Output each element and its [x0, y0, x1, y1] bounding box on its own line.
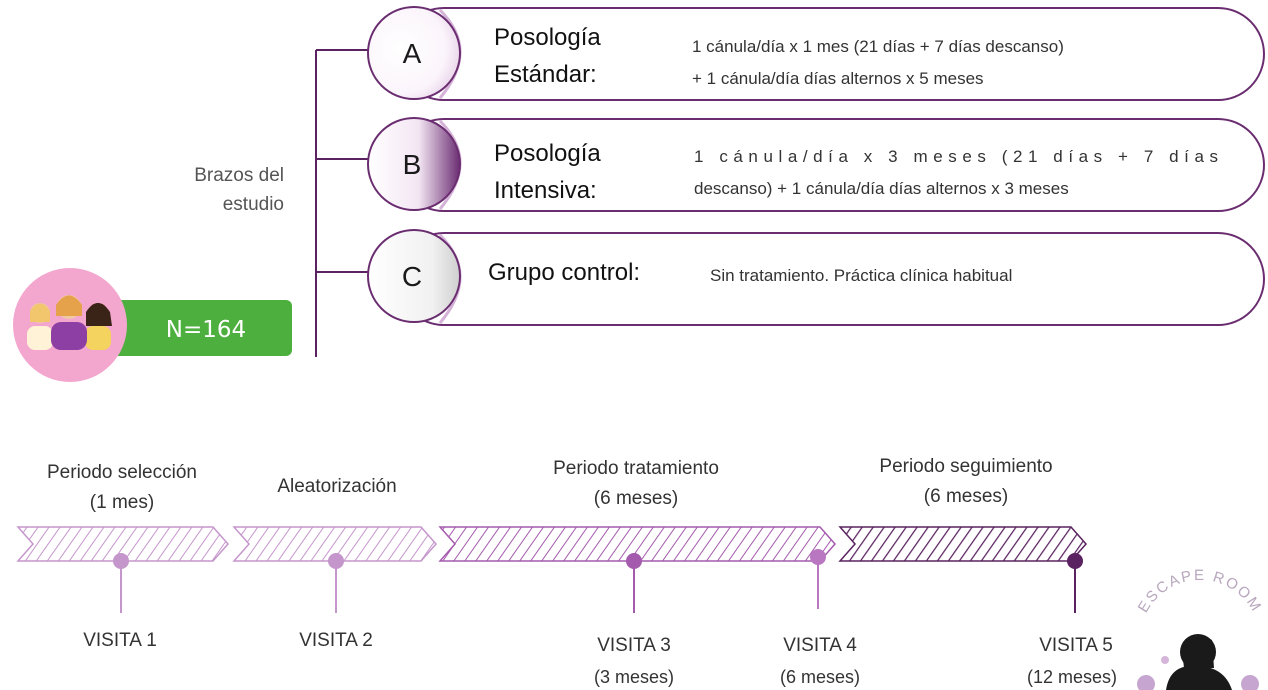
arm-b-circle: [367, 117, 461, 211]
arm-a-title-line1: Posología: [494, 24, 601, 51]
visit-5-sub: (12 meses): [1027, 667, 1117, 687]
arm-a-title-line2: Estándar:: [494, 61, 597, 88]
arrow-seguimiento: [838, 526, 1088, 562]
arm-c-circle: [367, 229, 461, 323]
n-badge-text: N=164: [166, 317, 246, 343]
arm-c-letter: C: [402, 261, 422, 292]
arm-b-letter: B: [403, 149, 422, 180]
period-1-line2: (1 mes): [90, 492, 154, 513]
timeline-section: Periodo selección (1 mes) Aleatorización…: [16, 456, 1117, 687]
arms-section: Brazos del estudio A Posología Estándar:…: [13, 6, 1265, 382]
arm-a-desc-line2: + 1 cánula/día días alternos x 5 meses: [692, 69, 984, 88]
arms-label-line2: estudio: [223, 194, 284, 215]
n-badge: [112, 300, 292, 356]
arms-label-line1: Brazos del: [194, 165, 284, 186]
period-2-line1: Aleatorización: [277, 476, 396, 497]
people-icon: [27, 295, 112, 350]
escape-room-logo: ESCAPE ROOM: [1135, 567, 1265, 690]
visit-4-label: VISITA 4: [783, 635, 857, 656]
logo-dot-icon: [1161, 656, 1169, 664]
logo-dot-icon: [1241, 675, 1259, 690]
period-3-line1: Periodo tratamiento: [553, 458, 719, 479]
logo-dot-icon: [1137, 675, 1155, 690]
visit-marker-3: [626, 553, 642, 613]
arrow-seleccion: [16, 526, 230, 562]
svg-text:ESCAPE ROOM: ESCAPE ROOM: [1135, 567, 1265, 616]
period-1-line1: Periodo selección: [47, 462, 197, 483]
arm-a-desc-line1: 1 cánula/día x 1 mes (21 días + 7 días d…: [692, 37, 1064, 56]
visit-4-sub: (6 meses): [780, 667, 860, 687]
arm-c-desc: Sin tratamiento. Práctica clínica habitu…: [710, 266, 1012, 285]
arm-b-desc-line2: descanso) + 1 cánula/día días alternos x…: [694, 179, 1069, 198]
arm-b-title-line2: Intensiva:: [494, 177, 597, 204]
visit-marker-1: [113, 553, 129, 613]
arm-b-title-line1: Posología: [494, 140, 601, 167]
visit-marker-2: [328, 553, 344, 613]
period-4-line1: Periodo seguimiento: [879, 456, 1052, 477]
arm-b: B Posología Intensiva: 1 cánula/día x 3 …: [367, 117, 1265, 212]
arm-a-letter: A: [403, 38, 422, 69]
arm-a-circle: [367, 6, 461, 100]
logo-silhouette-icon: [1166, 634, 1232, 690]
visit-5-label: VISITA 5: [1039, 635, 1113, 656]
population-group: N=164: [13, 268, 292, 382]
visit-3-label: VISITA 3: [597, 635, 671, 656]
visit-3-sub: (3 meses): [594, 667, 674, 687]
arm-c: C Grupo control: Sin tratamiento. Prácti…: [367, 229, 1265, 326]
arm-c-title: Grupo control:: [488, 259, 640, 286]
period-4-line2: (6 meses): [924, 486, 1008, 507]
period-3-line2: (6 meses): [594, 488, 678, 509]
arm-a: A Posología Estándar: 1 cánula/día x 1 m…: [367, 6, 1265, 101]
visit-marker-4: [810, 549, 826, 609]
visit-marker-5: [1067, 553, 1083, 613]
visit-1-label: VISITA 1: [83, 630, 157, 651]
visit-2-label: VISITA 2: [299, 630, 373, 651]
arrow-aleatorizacion: [232, 526, 438, 562]
